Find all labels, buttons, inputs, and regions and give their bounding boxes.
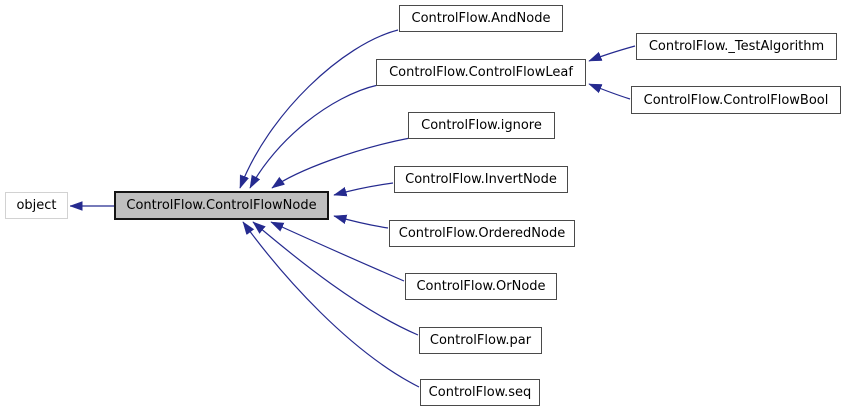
node-controlflow-par[interactable]: ControlFlow.par [419,327,542,354]
node-controlflow-invertnode[interactable]: ControlFlow.InvertNode [394,166,568,193]
node-controlflow-controlflowbool[interactable]: ControlFlow.ControlFlowBool [631,86,841,114]
node-controlflow-controlflownode: ControlFlow.ControlFlowNode [114,191,329,220]
edge-invertnode-to-controlflownode [334,182,394,195]
node-controlflow-ignore[interactable]: ControlFlow.ignore [408,112,555,139]
node-controlflow-andnode[interactable]: ControlFlow.AndNode [399,5,563,32]
node-controlflow-seq[interactable]: ControlFlow.seq [420,379,540,406]
node-controlflow-ornode[interactable]: ControlFlow.OrNode [405,273,557,300]
edge-orderednode-to-controlflownode [334,216,389,229]
node-controlflow-controlflowleaf[interactable]: ControlFlow.ControlFlowLeaf [376,59,586,86]
node-controlflow-orderednode[interactable]: ControlFlow.OrderedNode [389,220,575,247]
edge-ornode-to-controlflownode [271,221,405,282]
edge-seq-to-controlflownode [242,222,420,388]
edge-ignore-to-controlflownode [272,137,411,189]
edge-controlflowleaf-to-controlflownode [249,84,379,188]
edge-controlflowbool-to-controlflowleaf [589,83,631,100]
node-object: object [5,192,68,219]
edge-par-to-controlflownode [253,222,419,336]
edge-andnode-to-controlflownode [239,29,399,188]
node-controlflow-testalgorithm[interactable]: ControlFlow._TestAlgorithm [636,33,837,60]
edge-testalgorithm-to-controlflowleaf [589,45,636,62]
